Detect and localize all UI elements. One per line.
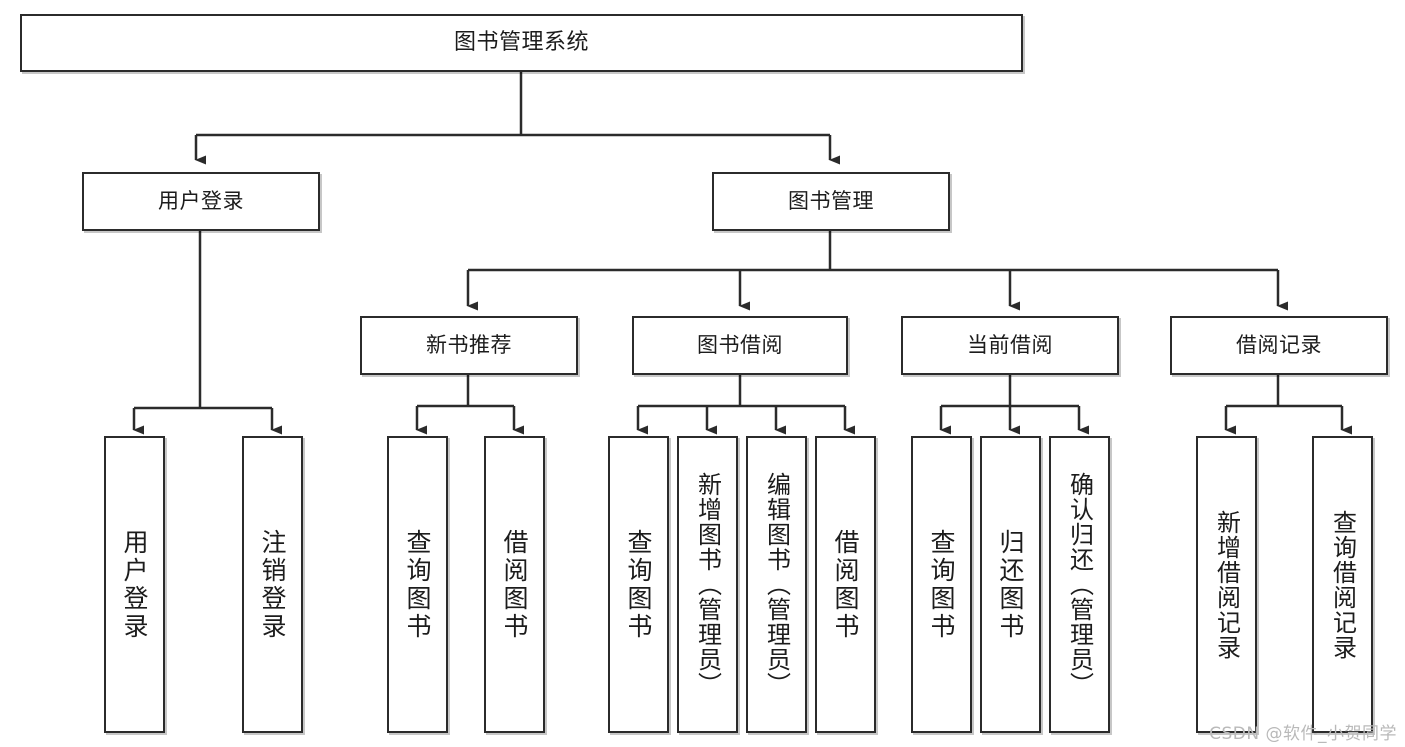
node-label: 查询借阅记录 bbox=[1328, 509, 1357, 660]
node-book-management[interactable]: 图书管理 bbox=[712, 172, 950, 231]
node-new-book-recommendation[interactable]: 新书推荐 bbox=[360, 316, 578, 375]
node-root-book-management-system[interactable]: 图书管理系统 bbox=[20, 14, 1023, 72]
leaf-query-borrow-record[interactable]: 查询借阅记录 bbox=[1312, 436, 1373, 733]
leaf-borrow-book-newbook[interactable]: 借阅图书 bbox=[484, 436, 545, 733]
leaf-logout[interactable]: 注销登录 bbox=[242, 436, 303, 733]
leaf-query-book-current[interactable]: 查询图书 bbox=[911, 436, 972, 733]
node-label: 新增图书（管理员） bbox=[693, 472, 722, 697]
node-label: 查询图书 bbox=[403, 528, 432, 641]
node-current-borrowing[interactable]: 当前借阅 bbox=[901, 316, 1119, 375]
leaf-query-book-newbook[interactable]: 查询图书 bbox=[387, 436, 448, 733]
leaf-confirm-return-admin[interactable]: 确认归还（管理员） bbox=[1049, 436, 1110, 733]
leaf-borrow-book[interactable]: 借阅图书 bbox=[815, 436, 876, 733]
leaf-edit-book-admin[interactable]: 编辑图书（管理员） bbox=[746, 436, 807, 733]
csdn-watermark: CSDN @软件_小贺同学 bbox=[1209, 724, 1397, 744]
node-label: 编辑图书（管理员） bbox=[762, 472, 791, 697]
leaf-query-book-borrow[interactable]: 查询图书 bbox=[608, 436, 669, 733]
node-label: 查询图书 bbox=[927, 528, 956, 641]
node-label: 用户登录 bbox=[158, 189, 244, 214]
node-label: 查询图书 bbox=[624, 528, 653, 641]
node-label: 新增借阅记录 bbox=[1212, 509, 1241, 660]
node-label: 借阅图书 bbox=[500, 528, 529, 641]
leaf-add-borrow-record[interactable]: 新增借阅记录 bbox=[1196, 436, 1257, 733]
leaf-user-login[interactable]: 用户登录 bbox=[104, 436, 165, 733]
node-label: 图书借阅 bbox=[697, 333, 783, 358]
node-label: 图书管理 bbox=[788, 189, 874, 214]
node-book-borrowing[interactable]: 图书借阅 bbox=[632, 316, 848, 375]
node-label: 图书管理系统 bbox=[453, 30, 589, 56]
node-borrowing-record[interactable]: 借阅记录 bbox=[1170, 316, 1388, 375]
node-user-login[interactable]: 用户登录 bbox=[82, 172, 320, 231]
node-label: 归还图书 bbox=[996, 528, 1025, 641]
node-label: 注销登录 bbox=[258, 528, 287, 641]
leaf-add-book-admin[interactable]: 新增图书（管理员） bbox=[677, 436, 738, 733]
leaf-return-book[interactable]: 归还图书 bbox=[980, 436, 1041, 733]
node-label: 借阅记录 bbox=[1236, 333, 1322, 358]
node-label: 当前借阅 bbox=[967, 333, 1053, 358]
node-label: 新书推荐 bbox=[426, 333, 512, 358]
node-label: 借阅图书 bbox=[831, 528, 860, 641]
node-label: 用户登录 bbox=[120, 528, 149, 641]
node-label: 确认归还（管理员） bbox=[1065, 472, 1094, 697]
